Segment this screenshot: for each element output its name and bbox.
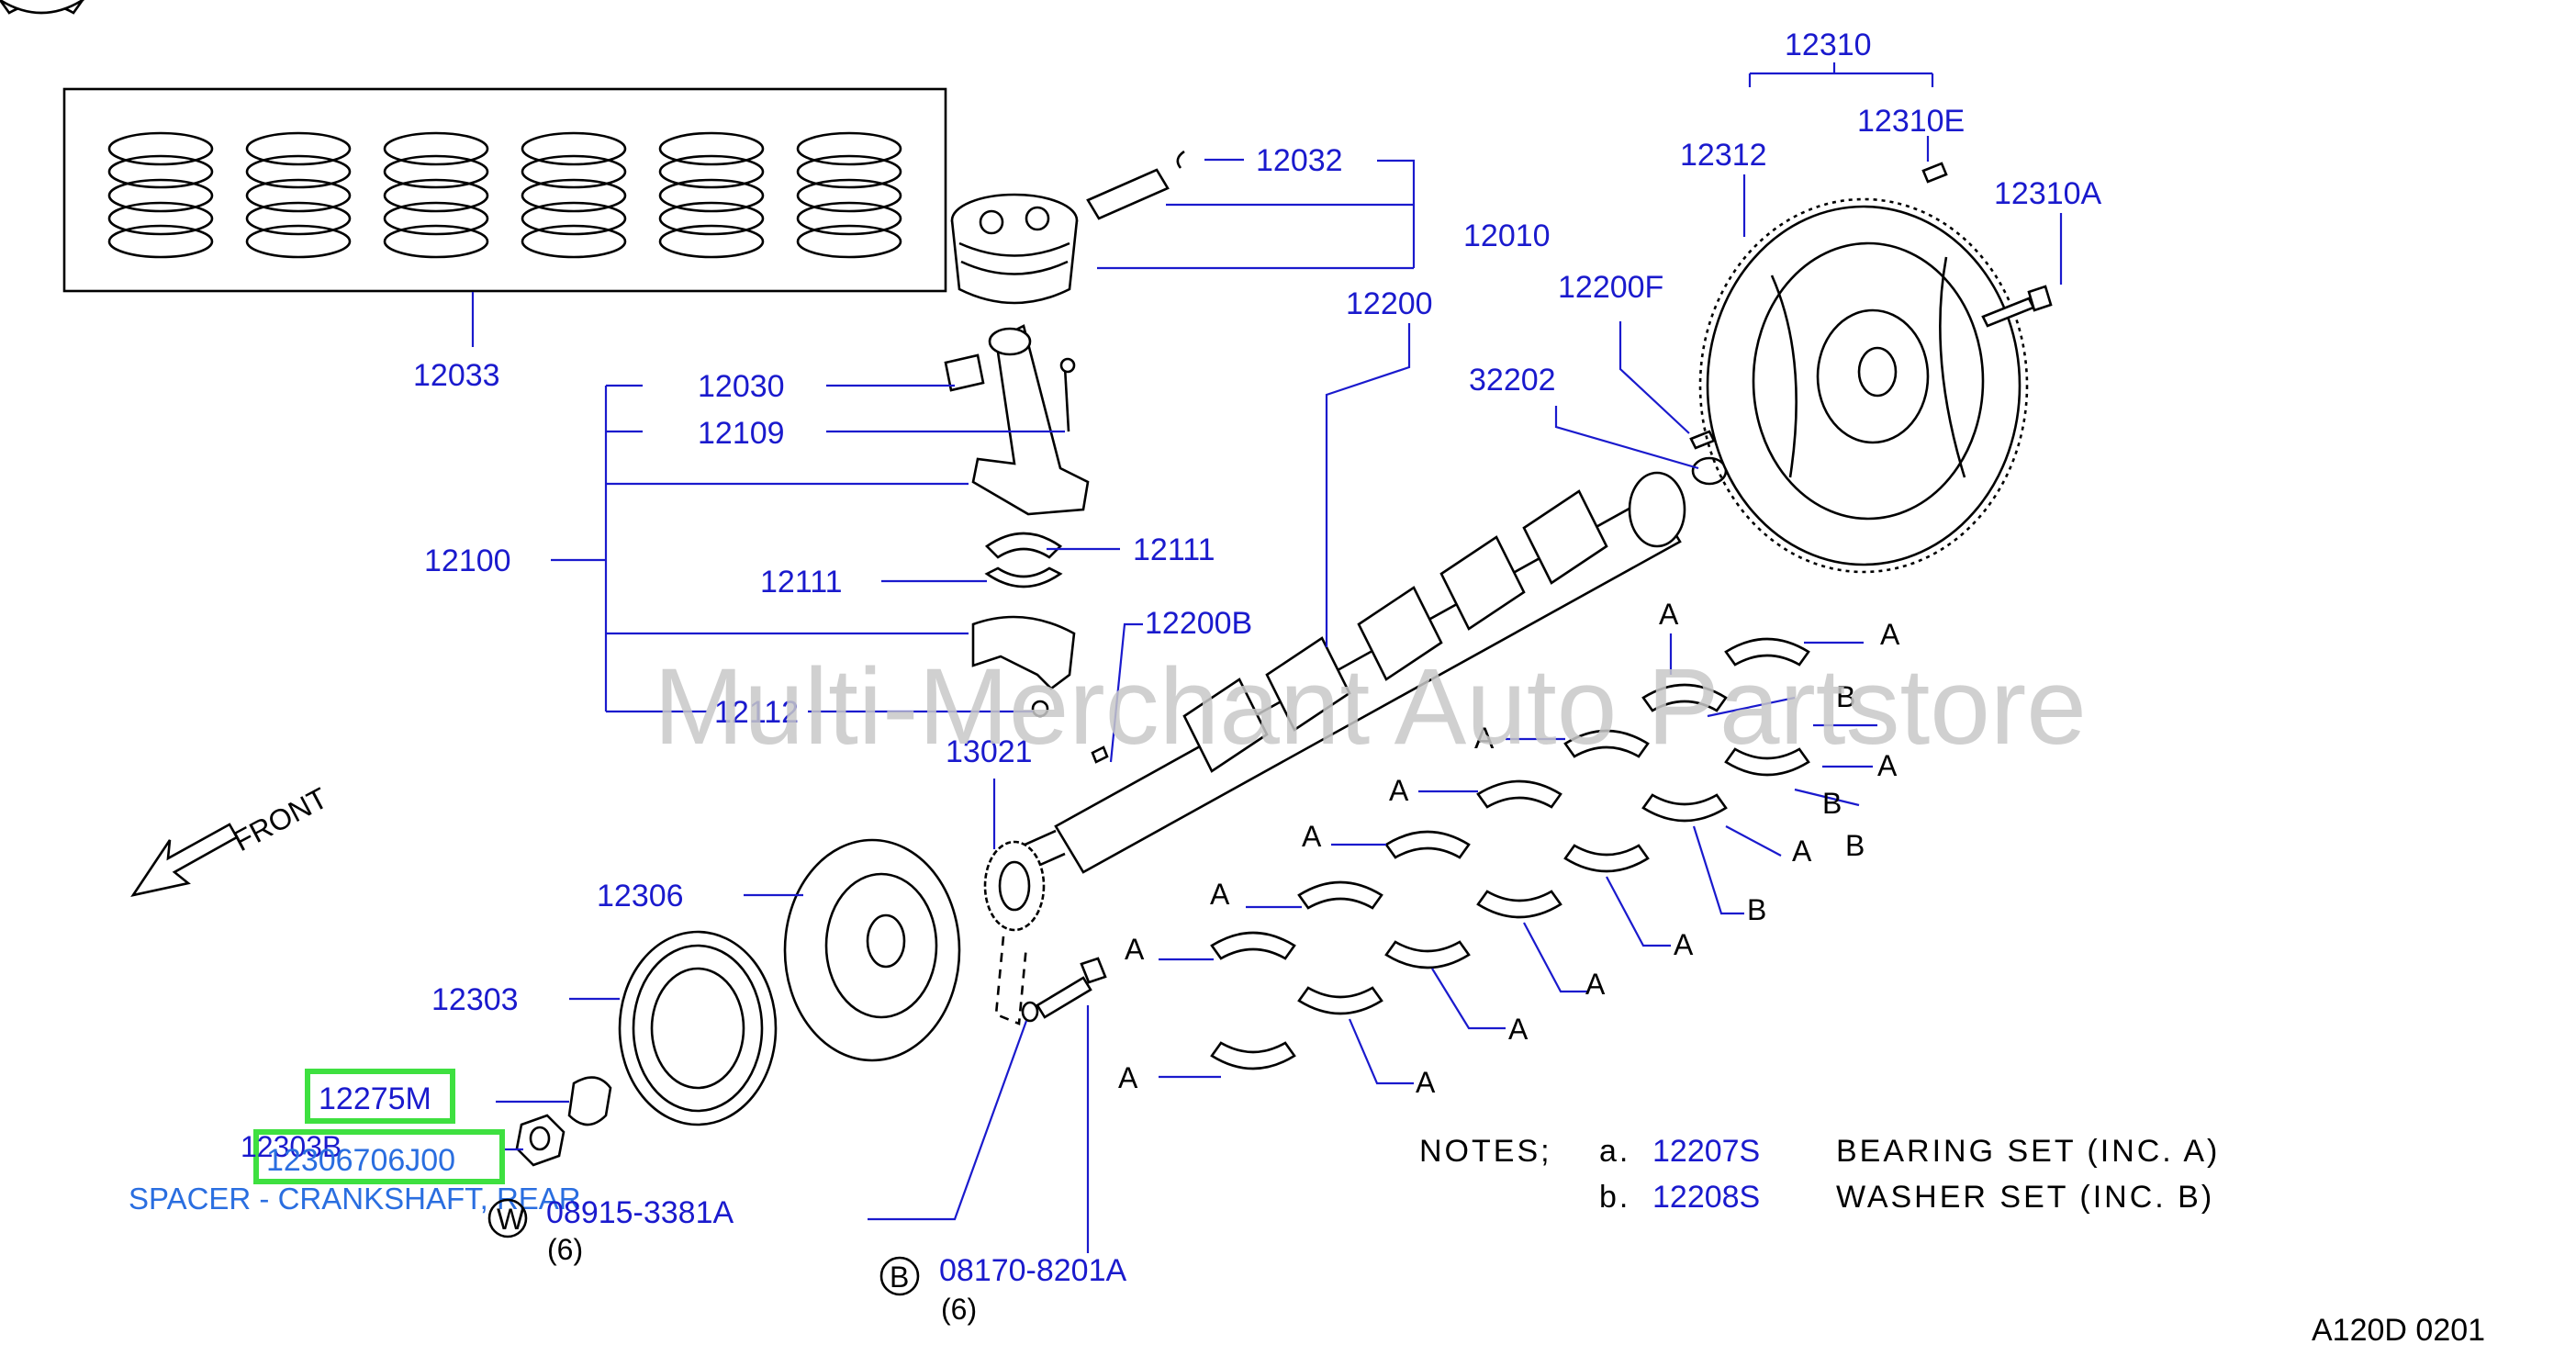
- part-label-08170-8201a[interactable]: 08170-8201A: [939, 1253, 1127, 1288]
- part-label-12100[interactable]: 12100: [424, 543, 511, 578]
- dashed-guide: [994, 936, 1028, 1025]
- circle-mark-w: [487, 1198, 528, 1238]
- rod-cap: [971, 615, 1076, 718]
- part-label-12109[interactable]: 12109: [698, 416, 785, 451]
- part-label-08915-3381a[interactable]: 08915-3381A: [546, 1195, 734, 1230]
- watermark: Multi-Merchant Auto Partstore: [654, 646, 2087, 768]
- circle-mark-b: [879, 1256, 920, 1296]
- mark-a: A: [1792, 835, 1812, 868]
- rod-bearing-lower: [984, 566, 1063, 588]
- part-label-12112[interactable]: 12112: [714, 695, 799, 730]
- flywheel-dowel: [1921, 162, 1948, 184]
- part-label-12033[interactable]: 12033: [413, 358, 500, 393]
- mark-a: A: [1389, 774, 1409, 807]
- mark-w: W: [497, 1203, 525, 1236]
- piston-ring-box: [62, 87, 947, 347]
- part-label-12200b[interactable]: 12200B: [1145, 606, 1252, 641]
- part-label-12303b[interactable]: 12303B: [241, 1130, 342, 1163]
- part-label-12312[interactable]: 12312: [1680, 138, 1767, 173]
- mark-a: A: [1659, 598, 1679, 631]
- quantity-w: (6): [547, 1233, 583, 1266]
- highlight-box-12275m: [305, 1069, 455, 1124]
- piston: [950, 193, 1079, 305]
- mark-a: A: [1302, 820, 1322, 853]
- part-label-32202[interactable]: 32202: [1469, 363, 1556, 398]
- part-label-12200f[interactable]: 12200F: [1558, 270, 1663, 305]
- front-arrow: FRONT: [130, 781, 333, 897]
- crank-pulley: [618, 930, 778, 1126]
- flywheel-bolt: [1981, 285, 2053, 328]
- front-label: FRONT: [228, 781, 332, 858]
- note-a-text: BEARING SET (INC. A): [1836, 1134, 2220, 1169]
- part-label-13021[interactable]: 13021: [946, 734, 1033, 769]
- note-b-part-12208s[interactable]: 12208S: [1652, 1180, 1760, 1215]
- mark-a: A: [1674, 928, 1694, 961]
- part-label-12030[interactable]: 12030: [698, 369, 785, 404]
- crankshaft: [1008, 471, 1686, 876]
- fastener-callouts: W 08915-3381A (6) B 08170-8201A (6): [487, 1195, 1127, 1326]
- note-a-part-12207s[interactable]: 12207S: [1652, 1134, 1760, 1169]
- mark-a: A: [1125, 933, 1145, 966]
- flywheel: [1698, 197, 2029, 574]
- mark-b: B: [1836, 680, 1855, 713]
- pulley-bolt: [1021, 957, 1107, 1023]
- highlight-box-12306706j00: [253, 1129, 505, 1184]
- part-label-12010[interactable]: 12010: [1463, 218, 1551, 253]
- part-label-12310e[interactable]: 12310E: [1857, 104, 1965, 139]
- mark-b: B: [1822, 787, 1842, 820]
- mark-b: B: [1747, 893, 1766, 926]
- mark-a: A: [1508, 1013, 1529, 1046]
- part-label-12303[interactable]: 12303: [431, 982, 519, 1017]
- notes: NOTES; a. 12207S BEARING SET (INC. A) b.…: [1419, 1134, 2220, 1215]
- quantity-b: (6): [941, 1293, 977, 1326]
- diagram-code: A120D 0201: [2312, 1313, 2485, 1348]
- mark-b: B: [1845, 829, 1865, 862]
- part-label-12306[interactable]: 12306: [597, 879, 684, 913]
- rod-bearing-upper: [984, 532, 1063, 559]
- mark-a: A: [1416, 1066, 1436, 1099]
- note-b-text: WASHER SET (INC. B): [1836, 1180, 2214, 1215]
- piston-ring-set: [107, 131, 214, 259]
- crank-pulley-damper: [783, 838, 961, 1062]
- piston-pin: [1086, 150, 1185, 220]
- mark-a: A: [1474, 722, 1495, 755]
- part-label-12310[interactable]: 12310: [1785, 28, 1872, 62]
- pulley-bushing: [567, 1076, 612, 1126]
- part-label-12111-lower[interactable]: 12111: [760, 565, 843, 599]
- spacer-crankshaft-rear-link[interactable]: SPACER - CRANKSHAFT, REAR: [129, 1182, 581, 1216]
- mark-a: A: [1210, 878, 1230, 911]
- crank-key: [1091, 745, 1109, 764]
- mark-a: A: [1585, 968, 1606, 1001]
- part-label-12306706j00[interactable]: 12306706J00: [266, 1143, 455, 1178]
- part-label-12200[interactable]: 12200: [1346, 286, 1433, 321]
- pilot-bushing: [1689, 430, 1728, 486]
- highlighted-parts: 12275M 12303B 12306706J00 SPACER - CRANK…: [129, 1069, 581, 1216]
- part-label-12275m[interactable]: 12275M: [319, 1081, 431, 1116]
- leader-lines: [496, 62, 2063, 1253]
- crank-gear: [983, 840, 1046, 932]
- part-labels: 12310 12310E 12312 12310A 12032 12010 12…: [413, 28, 2102, 1017]
- part-label-12111-upper[interactable]: 12111: [1133, 532, 1215, 567]
- connecting-rod: [944, 324, 1090, 516]
- mark-a: A: [1880, 618, 1900, 651]
- pulley-nut: [515, 1114, 566, 1167]
- note-a-letter: a.: [1599, 1134, 1630, 1169]
- part-label-12310a[interactable]: 12310A: [1994, 176, 2102, 211]
- mark-a: A: [1877, 749, 1898, 782]
- notes-heading: NOTES;: [1419, 1134, 1552, 1169]
- main-bearings: [0, 0, 1810, 1070]
- part-label-12032[interactable]: 12032: [1256, 143, 1343, 178]
- bearing-marks: A A A A A A A A A A A A B A B A B B: [1118, 598, 1900, 1099]
- note-b-letter: b.: [1599, 1180, 1630, 1215]
- mark-b: B: [890, 1261, 909, 1294]
- mark-a: A: [1118, 1061, 1138, 1094]
